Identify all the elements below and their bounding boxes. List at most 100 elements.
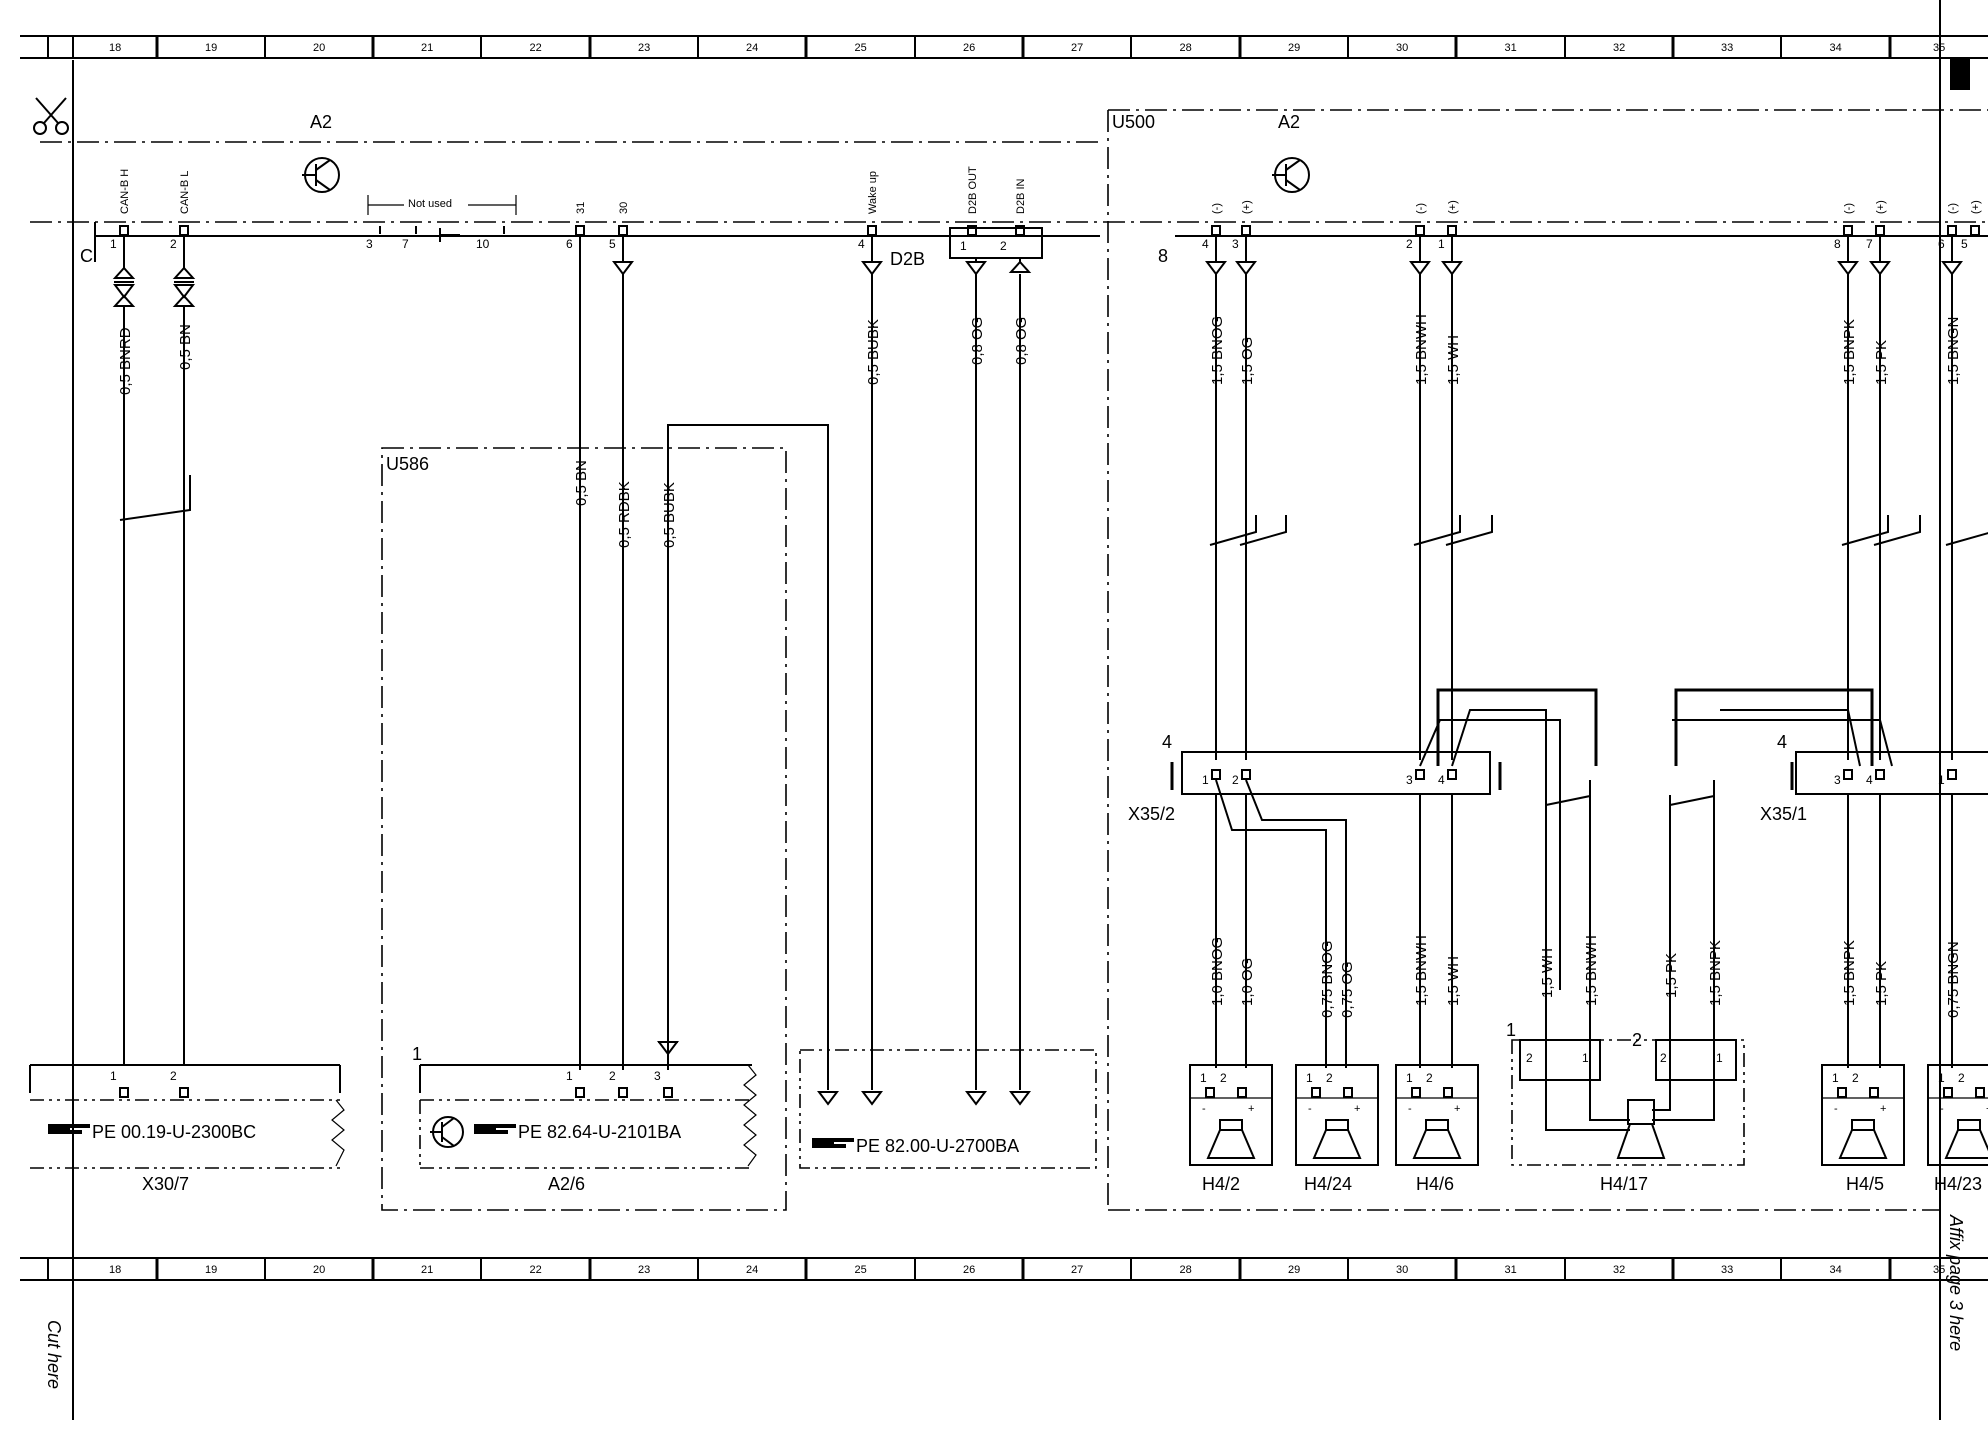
cross-wire <box>1720 709 1861 767</box>
wire-label: 1,5 BNWH <box>1413 935 1430 1006</box>
pin-number: 1 <box>110 237 117 251</box>
pin-label: CAN-B L <box>179 171 191 214</box>
bottom-pin-number: 3 <box>654 1069 661 1083</box>
pin-socket <box>1015 225 1025 236</box>
pin-number: 7 <box>1866 237 1873 251</box>
h4-5-socket <box>1837 1087 1847 1098</box>
grid-top-column-number: 26 <box>963 42 975 54</box>
d2b-connector-box <box>949 227 1043 259</box>
pin-number: 7 <box>402 237 409 251</box>
pe-ref-1[interactable]: PE 00.19-U-2300BC <box>92 1122 256 1142</box>
x35-pin <box>1241 769 1251 780</box>
grid-top-column-number: 27 <box>1071 42 1083 54</box>
cut-here-label: Cut here <box>44 1320 64 1389</box>
h4-17-speaker-icon <box>1616 1123 1666 1159</box>
grid-top-column-number: 19 <box>205 42 217 54</box>
pin-label: (+) <box>1875 200 1887 214</box>
x35-pin <box>1947 769 1957 780</box>
bridge-wire <box>1674 688 1874 766</box>
grid-bottom-column-number: 32 <box>1613 1264 1625 1276</box>
pe-ref-2[interactable]: PE 82.64-U-2101BA <box>518 1122 681 1142</box>
pin-label: (+) <box>1970 200 1982 214</box>
h4-2-label: H4/2 <box>1202 1174 1240 1194</box>
pin-socket <box>1947 225 1957 236</box>
h4-17-pin: 2 <box>1660 1051 1667 1065</box>
wire-break <box>1445 515 1493 546</box>
h4-2-plus: + <box>1248 1103 1254 1115</box>
h4-6-pin2: 2 <box>1426 1071 1433 1085</box>
transistor-icon <box>302 157 340 193</box>
x30-7-label: X30/7 <box>142 1174 189 1194</box>
arrow-head <box>1009 1091 1031 1106</box>
h4-2-socket <box>1205 1087 1215 1098</box>
h4-5-label: H4/5 <box>1846 1174 1884 1194</box>
h4-24-cone-base <box>1325 1119 1349 1131</box>
grid-bottom-column-number: 31 <box>1505 1264 1517 1276</box>
arrow-head <box>965 1091 987 1106</box>
h4-17-wire <box>1652 1068 1671 1111</box>
grid-top-column-number: 28 <box>1180 42 1192 54</box>
h4-24-label: H4/24 <box>1304 1174 1352 1194</box>
h4-5-socket <box>1869 1087 1879 1098</box>
h4-5-cone-base <box>1851 1119 1875 1131</box>
wire-label: 0,5 BUBK <box>865 319 882 385</box>
wire-label: 1,5 PK <box>1873 340 1890 385</box>
pin-number: 6 <box>566 237 573 251</box>
h4-23-pin2: 2 <box>1958 1071 1965 1085</box>
bottom-pin-number: 1 <box>566 1069 573 1083</box>
pin-label: D2B OUT <box>967 166 979 214</box>
x35-pin-number: 1 <box>1938 773 1945 787</box>
h4-23-frame <box>1927 1064 1988 1166</box>
transistor-icon-a26 <box>430 1116 464 1148</box>
pin-number: 6 <box>1938 237 1945 251</box>
h4-6-plus: + <box>1454 1103 1460 1115</box>
wire-label: 0,5 BN <box>573 460 590 506</box>
h4-23-cone-base <box>1957 1119 1981 1131</box>
connector-c-label: C <box>80 246 93 266</box>
grid-top-column-number: 31 <box>1505 42 1517 54</box>
arrow-head <box>1235 261 1257 276</box>
wire-label: 1,5 PK <box>1663 953 1680 998</box>
bottom-pin-number: 2 <box>609 1069 616 1083</box>
wire-label: 0,5 BNRD <box>117 327 134 395</box>
arrow-head <box>965 261 987 276</box>
grid-top-column-number: 29 <box>1288 42 1300 54</box>
h4-17-wire <box>1545 1068 1630 1131</box>
cross-wire <box>1672 719 1893 767</box>
wire-label: 0,75 BNOG <box>1319 940 1336 1018</box>
x35-2-number: 4 <box>1162 732 1172 752</box>
h4-17-wire <box>1652 1068 1715 1121</box>
wire-label: 1,5 BNPK <box>1707 940 1724 1006</box>
pin-number: 1 <box>960 239 967 253</box>
grid-bottom-column-number: 21 <box>421 1264 433 1276</box>
x35-2-label: X35/2 <box>1128 804 1175 824</box>
pin-socket <box>1415 225 1425 236</box>
wire-label: 1,5 BNWH <box>1583 935 1600 1006</box>
pin-socket <box>575 225 585 236</box>
grid-bottom-column-number: 34 <box>1830 1264 1842 1276</box>
x35-pin-number: 1 <box>1202 773 1209 787</box>
x35-pin <box>1415 769 1425 780</box>
pe-ref-3[interactable]: PE 82.00-U-2700BA <box>856 1136 1019 1156</box>
h4-5-pin2: 2 <box>1852 1071 1859 1085</box>
wire-break <box>1545 780 1591 806</box>
pin-socket <box>967 225 977 236</box>
pin-socket <box>1447 225 1457 236</box>
h4-23-socket <box>1943 1087 1953 1098</box>
pointer-hand-icon-3 <box>812 1138 854 1148</box>
affix-label: Affix page 3 here <box>1946 1214 1966 1351</box>
arrow-head <box>112 266 136 279</box>
arrow-head <box>817 1091 839 1106</box>
cross-wire <box>1215 779 1327 960</box>
grid-top-column-number: 20 <box>313 42 325 54</box>
pin-socket <box>1875 225 1885 236</box>
x30-7-box: PE 00.19-U-2300BC X30/7 <box>29 1064 345 1194</box>
wire-label: 0,75 BNGN <box>1945 941 1962 1018</box>
x35-pin-number: 3 <box>1834 773 1841 787</box>
h4-5-speaker-icon <box>1838 1129 1888 1159</box>
h4-2-speaker-icon <box>1206 1129 1256 1159</box>
u586-label: U586 <box>386 454 429 474</box>
pin-socket <box>119 225 129 236</box>
wire-label: 1,5 BNPK <box>1841 319 1858 385</box>
wire-break <box>1841 515 1889 546</box>
